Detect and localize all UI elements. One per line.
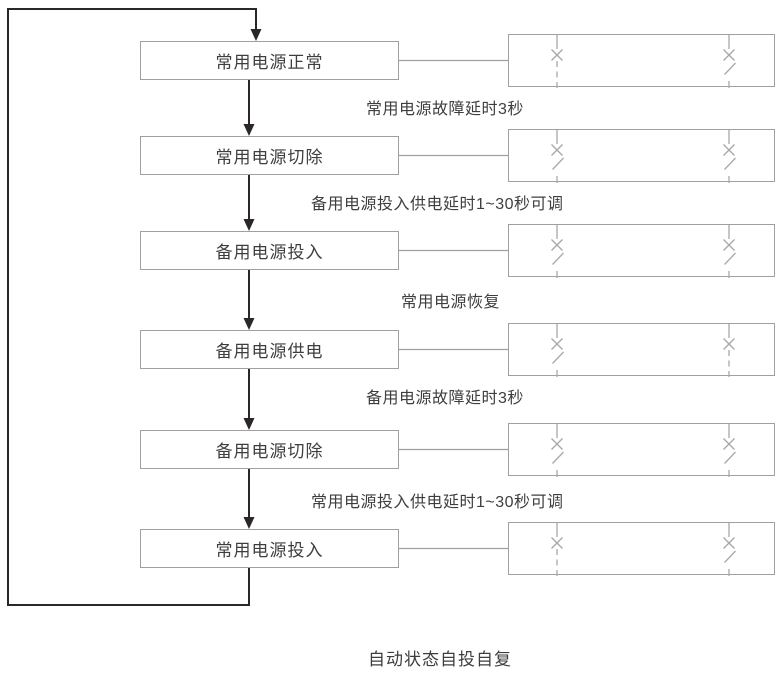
state-box-label: 备用电源投入 xyxy=(215,243,324,262)
state-box-label: 常用电源正常 xyxy=(215,53,324,72)
state-box-normal-power-ok: 常用电源正常 xyxy=(140,41,399,80)
breaker-box-2 xyxy=(508,129,775,183)
state-box-label: 常用电源投入 xyxy=(215,541,324,560)
main-breaker-symbol xyxy=(545,523,569,576)
state-box-normal-power-cut: 常用电源切除 xyxy=(140,136,399,175)
breaker-box-1 xyxy=(508,34,775,88)
state-box-label: 备用电源切除 xyxy=(215,442,324,461)
state-box-label: 常用电源切除 xyxy=(215,148,324,167)
breaker-box-5 xyxy=(508,423,775,477)
breaker-box-3 xyxy=(508,224,775,278)
transition-label-3: 常用电源恢复 xyxy=(401,294,501,311)
state-box-backup-power-in: 备用电源投入 xyxy=(140,231,399,270)
backup-breaker-symbol xyxy=(717,225,741,278)
loop-arrowhead-icon xyxy=(250,29,262,41)
transition-label-1: 常用电源故障延时3秒 xyxy=(366,101,524,118)
down-arrowhead-icon xyxy=(243,418,255,430)
state-box-backup-power-supply: 备用电源供电 xyxy=(140,330,399,369)
breaker-box-4 xyxy=(508,323,775,377)
connector-lines xyxy=(399,59,508,550)
main-breaker-symbol xyxy=(545,35,569,88)
backup-breaker-symbol xyxy=(717,130,741,183)
backup-breaker-symbol xyxy=(717,523,741,576)
main-breaker-symbol xyxy=(545,130,569,183)
down-arrowhead-icon xyxy=(243,517,255,529)
transition-label-5: 常用电源投入供电延时1~30秒可调 xyxy=(311,494,564,511)
flow-arrows xyxy=(243,80,255,529)
transition-label-4: 备用电源故障延时3秒 xyxy=(366,390,524,407)
state-box-label: 备用电源供电 xyxy=(215,342,324,361)
state-box-normal-power-in: 常用电源投入 xyxy=(140,529,399,568)
diagram-caption: 自动状态自投自复 xyxy=(368,650,512,669)
down-arrowhead-icon xyxy=(243,318,255,330)
main-breaker-symbol xyxy=(545,225,569,278)
backup-breaker-symbol xyxy=(717,324,741,377)
backup-breaker-symbol xyxy=(717,424,741,477)
main-breaker-symbol xyxy=(545,324,569,377)
backup-breaker-symbol xyxy=(717,35,741,88)
transition-label-2: 备用电源投入供电延时1~30秒可调 xyxy=(311,196,564,213)
down-arrowhead-icon xyxy=(243,219,255,231)
state-box-backup-power-cut: 备用电源切除 xyxy=(140,430,399,469)
breaker-box-6 xyxy=(508,522,775,576)
main-breaker-symbol xyxy=(545,424,569,477)
down-arrowhead-icon xyxy=(243,124,255,136)
feedback-loop-line xyxy=(7,8,262,606)
